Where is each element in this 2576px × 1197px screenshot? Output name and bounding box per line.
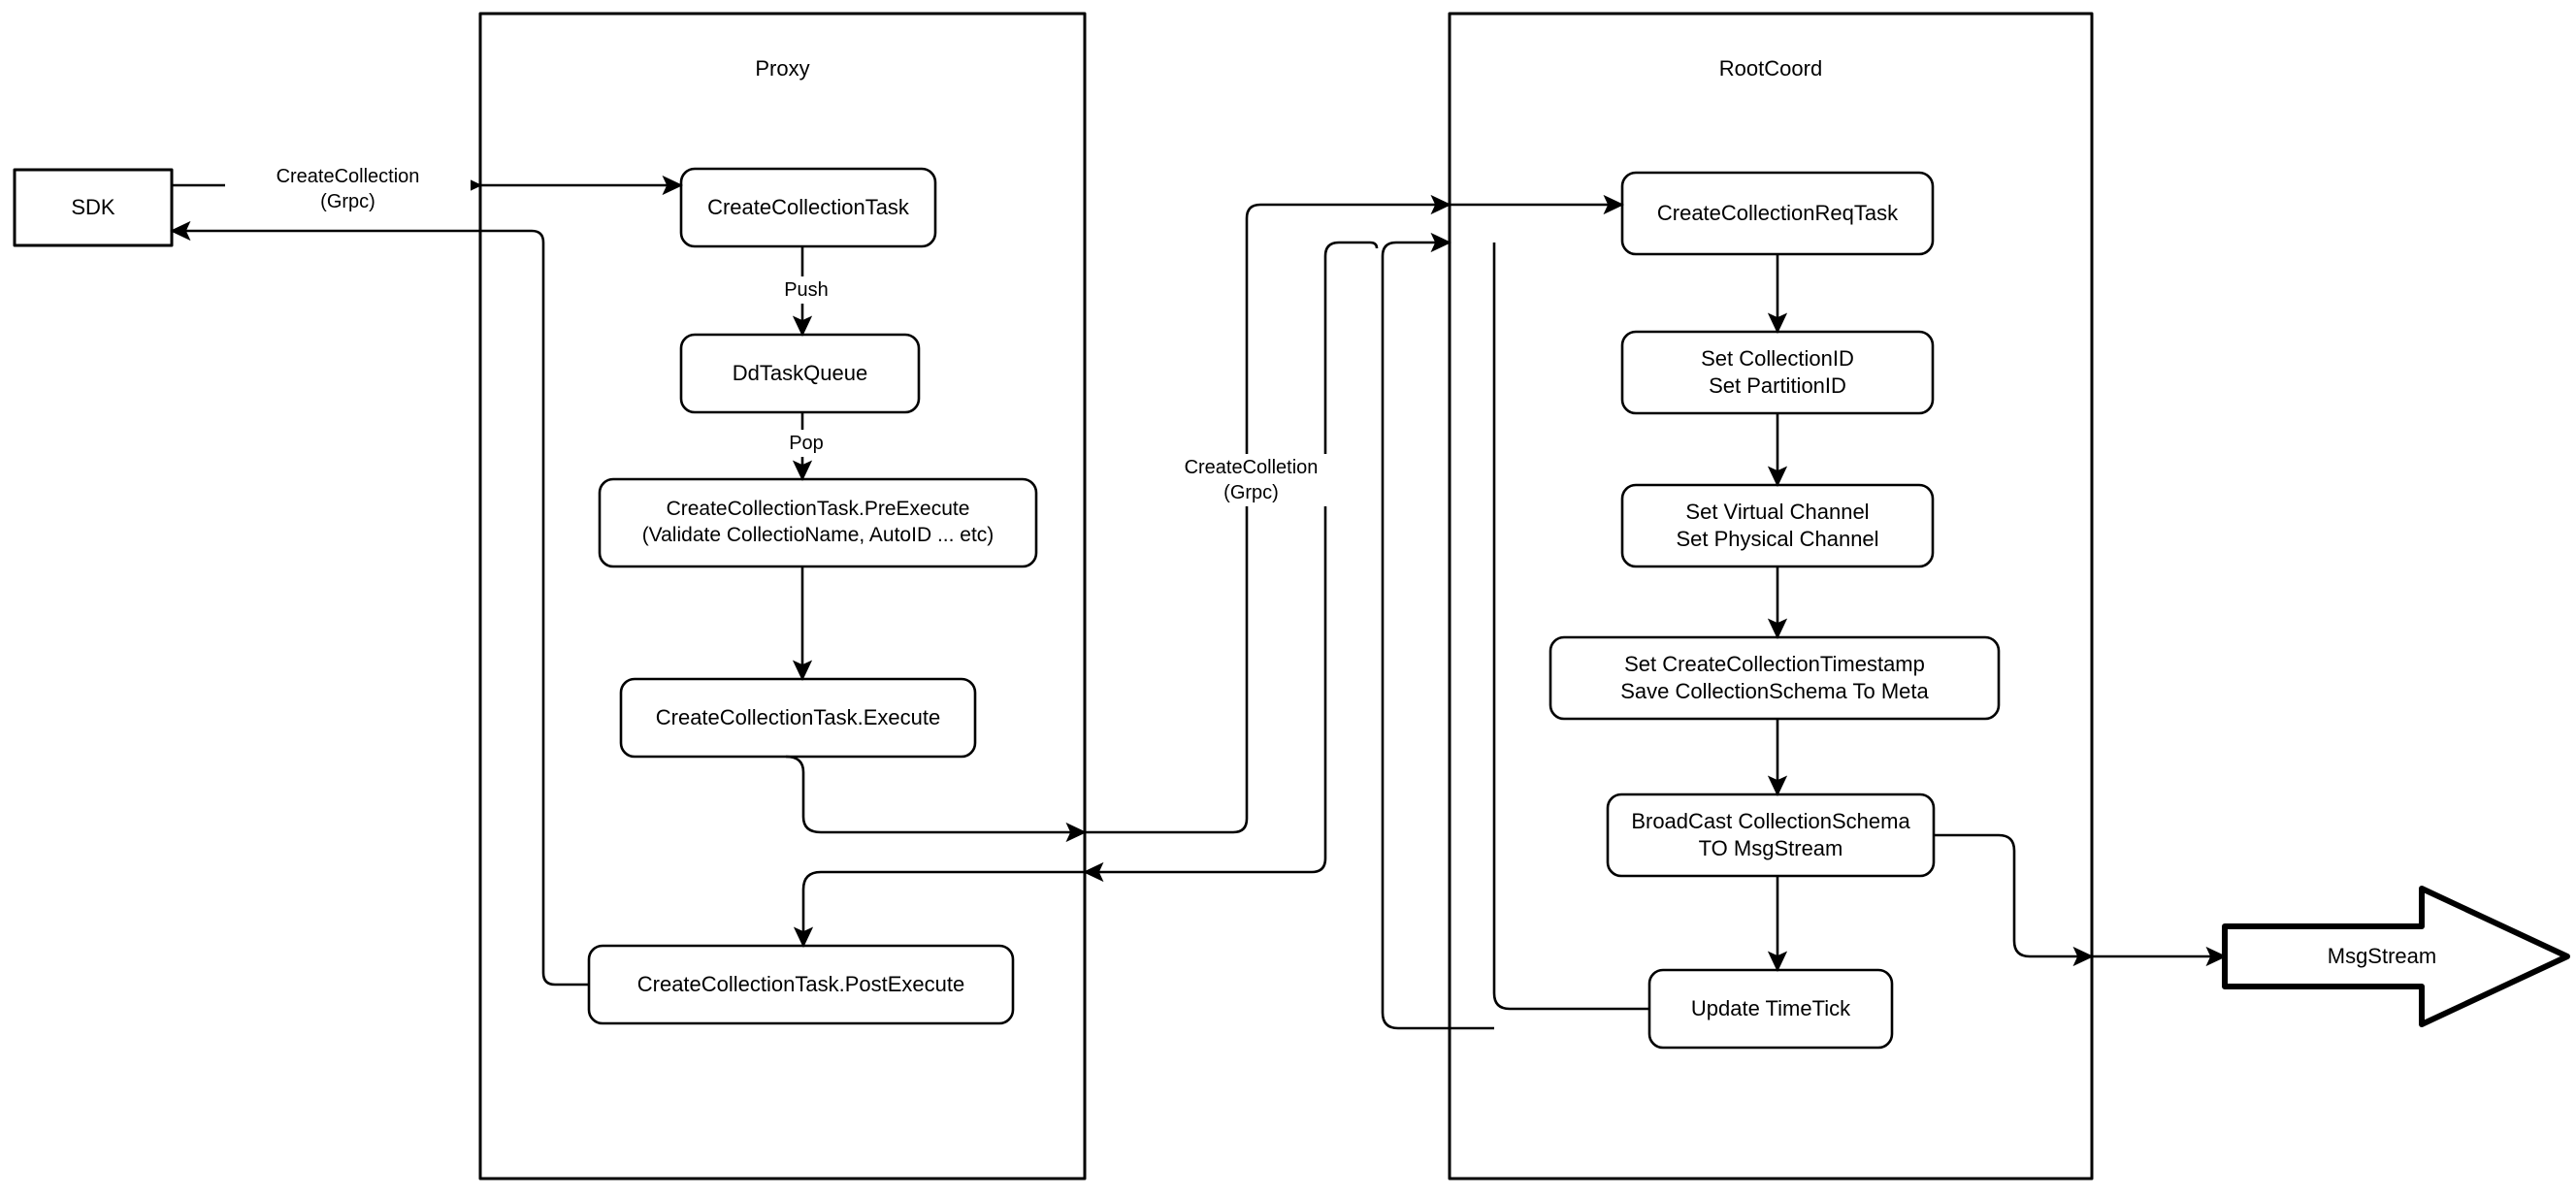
node-sdk-shape [13, 168, 174, 247]
node-msgstream-shape [2222, 886, 2570, 1027]
edge-label-pop: Pop [766, 430, 846, 457]
edge-proxy-boundary-to-riser [1085, 194, 1451, 834]
node-set-channels-shape [1620, 483, 1935, 568]
edge-return-descender [1083, 241, 1379, 883]
edge-return-to-post-execute [793, 870, 1085, 948]
edge-execute-to-rootcoord [785, 755, 1087, 843]
container-title-rootcoord: RootCoord [1718, 56, 1823, 81]
edge-label-push: Push [764, 276, 849, 304]
node-set-timestamp-shape [1549, 635, 2001, 721]
node-set-ids-shape [1620, 330, 1935, 415]
node-execute-shape [619, 677, 977, 759]
node-post-execute-shape [587, 944, 1015, 1025]
node-dd-task-queue-shape [679, 333, 921, 414]
node-broadcast-shape [1606, 793, 1936, 878]
edge-rootcoord-return-riser [1381, 232, 1494, 1030]
edge-post-execute-to-sdk [170, 220, 589, 987]
container-title-proxy: Proxy [755, 56, 810, 81]
edge-label-sdk-to-proxy: CreateCollection (Grpc) [225, 163, 471, 215]
node-create-collection-req-task-shape [1620, 171, 1935, 256]
node-update-timetick-shape [1647, 968, 1894, 1050]
edge-label-proxy-to-rootcoord: CreateColletion (Grpc) [1133, 454, 1369, 506]
edge-update-timetick-to-return-rail [1492, 243, 1649, 1011]
node-pre-execute-shape [598, 477, 1038, 568]
edge-broadcast-to-msgstream [1934, 833, 2094, 967]
node-create-collection-task-shape [679, 167, 937, 248]
